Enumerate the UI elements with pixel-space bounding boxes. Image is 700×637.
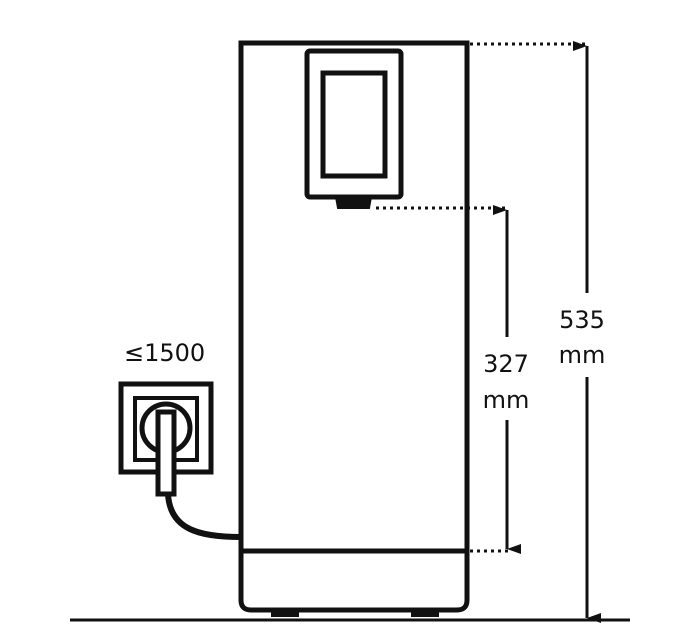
dispense-height-value: 327 (483, 350, 529, 378)
foot-right (411, 609, 439, 617)
appliance-body (238, 40, 470, 613)
power-label: ≤1500 (124, 339, 205, 367)
plug-body (155, 409, 177, 497)
foot-left (271, 609, 299, 617)
power-cable (165, 493, 242, 540)
dispense-nozzle (334, 196, 373, 209)
display-screen (320, 70, 388, 179)
total-height-unit: mm (559, 341, 606, 369)
total-height-value: 535 (559, 306, 605, 334)
dispense-height-unit: mm (483, 386, 530, 414)
